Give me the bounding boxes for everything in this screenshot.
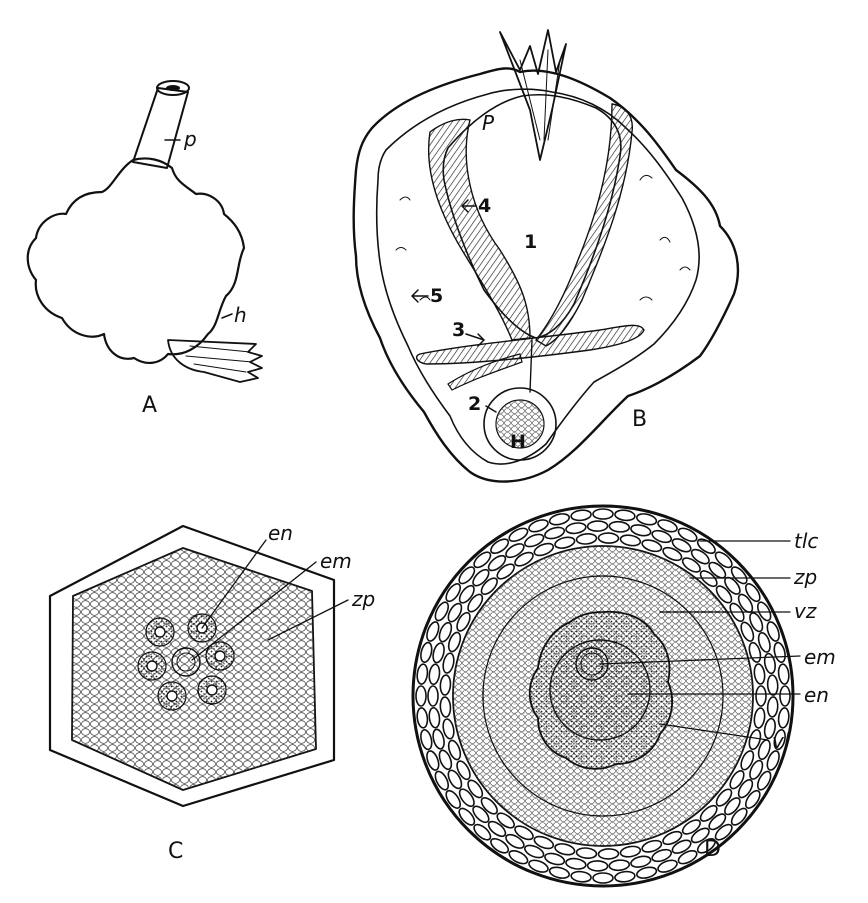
panel-d-drawing xyxy=(413,506,800,886)
panel-c-label-zp: zp xyxy=(351,587,375,611)
panel-b-label-2: 2 xyxy=(468,393,481,415)
tlc-cell xyxy=(767,675,778,696)
tlc-cell xyxy=(416,664,428,685)
panel-b-label-h: H xyxy=(510,431,526,453)
tlc-cell xyxy=(587,861,607,872)
tlc-cell xyxy=(576,533,597,545)
tlc-cell xyxy=(620,845,641,858)
panel-d-letter: D xyxy=(704,837,721,862)
tlc-cell xyxy=(763,653,777,675)
panel-a-label-h: h xyxy=(234,303,247,327)
panel-d-label-em: em xyxy=(804,645,836,669)
tlc-cell xyxy=(440,697,451,718)
tlc-cell xyxy=(565,522,586,535)
tlc-cell xyxy=(598,533,618,544)
panel-a-letter: A xyxy=(142,393,157,418)
tlc-cell xyxy=(778,707,790,728)
tlc-cell xyxy=(756,686,766,706)
tlc-cell xyxy=(614,509,635,521)
panel-a-label-p: p xyxy=(183,127,197,151)
panel-d-label-tlc: tlc xyxy=(794,529,818,553)
tlc-cell xyxy=(614,871,635,883)
tlc-cell xyxy=(767,697,778,718)
tlc-cell xyxy=(753,707,766,728)
panel-c-drawing xyxy=(50,526,348,806)
tlc-cell xyxy=(428,707,440,728)
panel-a-drawing xyxy=(28,81,262,382)
tlc-cell xyxy=(598,849,618,860)
tlc-cell xyxy=(576,847,597,859)
tlc-cell xyxy=(593,509,613,519)
tlc-cell xyxy=(571,871,592,883)
panel-c-letter: C xyxy=(168,839,183,864)
tlc-cell xyxy=(593,873,613,883)
panel-d-label-vz: vz xyxy=(794,599,817,623)
tlc-cell xyxy=(753,663,766,684)
tlc-cell xyxy=(440,675,451,696)
panel-c-label-en: en xyxy=(268,521,293,545)
panel-b-letter: B xyxy=(632,407,647,432)
panel-b-label-5: 5 xyxy=(430,285,443,307)
tlc-cell xyxy=(609,859,630,871)
panel-b-label-3: 3 xyxy=(452,319,465,341)
panel-c-label-em: em xyxy=(320,549,352,573)
tlc-cell xyxy=(778,664,790,685)
tlc-cell xyxy=(780,686,790,706)
panel-d-label-en: en xyxy=(804,683,829,707)
panel-b-label-p: P xyxy=(482,111,495,135)
tlc-cell xyxy=(416,707,428,728)
tlc-cell xyxy=(571,509,592,521)
panel-b-drawing xyxy=(354,30,738,482)
panel-d-label-vl: vl xyxy=(772,729,790,753)
panel-b-label-1: 1 xyxy=(524,231,537,253)
tlc-cell xyxy=(609,521,630,533)
tlc-cell xyxy=(428,664,440,685)
tlc-cell xyxy=(620,534,641,547)
tlc-cell xyxy=(587,521,607,532)
panel-d-label-zp: zp xyxy=(793,565,817,589)
tlc-cell xyxy=(428,686,438,706)
panel-b-label-4: 4 xyxy=(478,195,491,217)
tlc-cell xyxy=(416,686,426,706)
tlc-cell xyxy=(565,857,586,870)
